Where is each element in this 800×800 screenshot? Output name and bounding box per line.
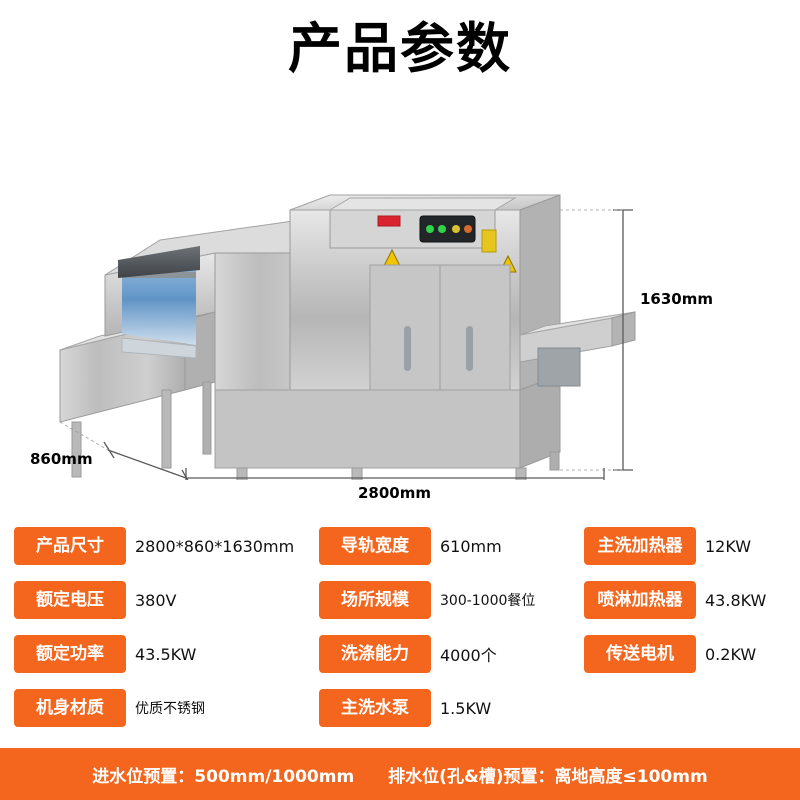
spec-value: 优质不锈钢 xyxy=(135,701,205,717)
spec-row: 导轨宽度 610mm xyxy=(319,525,584,567)
spec-row: 传送电机 0.2KW xyxy=(584,633,786,675)
spec-row: 主洗水泵 1.5KW xyxy=(319,687,584,729)
spec-key: 洗涤能力 xyxy=(319,635,431,673)
spec-key: 产品尺寸 xyxy=(14,527,126,565)
dimension-depth-label: 860mm xyxy=(30,450,93,468)
spec-value: 12KW xyxy=(705,536,752,556)
spec-row: 喷淋加热器 43.8KW xyxy=(584,579,786,621)
spec-key: 额定功率 xyxy=(14,635,126,673)
spec-value: 43.8KW xyxy=(705,590,767,610)
footer-bar: 进水位预置：500mm/1000mm 排水位(孔&槽)预置：离地高度≤100mm xyxy=(0,748,800,800)
spec-key: 机身材质 xyxy=(14,689,126,727)
spec-value: 4000个 xyxy=(440,646,497,665)
spec-row: 额定功率 43.5KW xyxy=(14,633,319,675)
spec-value: 0.2KW xyxy=(705,644,757,664)
footer-outlet-text: 排水位(孔&槽)预置：离地高度≤100mm xyxy=(388,766,708,787)
spec-value: 380V xyxy=(135,590,177,610)
spec-key: 导轨宽度 xyxy=(319,527,431,565)
spec-column-3: 主洗加热器 12KW 喷淋加热器 43.8KW 传送电机 0.2KW xyxy=(584,525,786,741)
dishwasher-illustration xyxy=(59,194,636,480)
spec-key: 主洗加热器 xyxy=(584,527,696,565)
spec-table: 产品尺寸 2800*860*1630mm 额定电压 380V 额定功率 43.5… xyxy=(14,525,786,741)
spec-column-2: 导轨宽度 610mm 场所规模 300-1000餐位 洗涤能力 4000个 主洗… xyxy=(319,525,584,741)
spec-row: 场所规模 300-1000餐位 xyxy=(319,579,584,621)
spec-value: 43.5KW xyxy=(135,644,197,664)
spec-value: 610mm xyxy=(440,536,502,556)
footer-inlet-text: 进水位预置：500mm/1000mm xyxy=(92,766,355,787)
dimension-width-label: 2800mm xyxy=(358,484,432,502)
spec-column-1: 产品尺寸 2800*860*1630mm 额定电压 380V 额定功率 43.5… xyxy=(14,525,319,741)
spec-key: 传送电机 xyxy=(584,635,696,673)
dimension-height-label: 1630mm xyxy=(640,290,714,308)
spec-key: 场所规模 xyxy=(319,581,431,619)
product-diagram: 1630mm 2800mm 860mm xyxy=(0,90,800,502)
spec-key: 主洗水泵 xyxy=(319,689,431,727)
spec-row: 主洗加热器 12KW xyxy=(584,525,786,567)
spec-value: 300-1000餐位 xyxy=(440,593,536,609)
spec-key: 喷淋加热器 xyxy=(584,581,696,619)
spec-value: 1.5KW xyxy=(440,698,492,718)
spec-row: 产品尺寸 2800*860*1630mm xyxy=(14,525,319,567)
spec-key: 额定电压 xyxy=(14,581,126,619)
page-title: 产品参数 xyxy=(288,17,512,80)
spec-row: 洗涤能力 4000个 xyxy=(319,633,584,675)
spec-row: 额定电压 380V xyxy=(14,579,319,621)
spec-row: 机身材质 优质不锈钢 xyxy=(14,687,319,729)
spec-value: 2800*860*1630mm xyxy=(135,536,295,556)
